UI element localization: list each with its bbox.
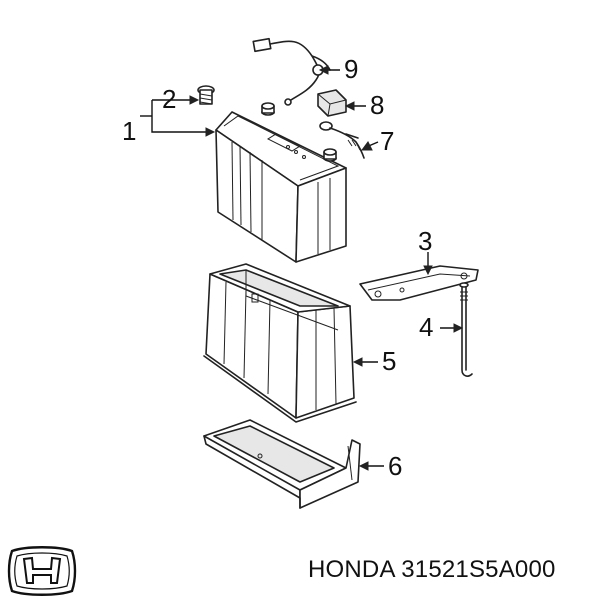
callout-6: 6 — [388, 451, 403, 481]
part-caption: HONDA 31521S5A000 — [308, 556, 556, 584]
callout-3: 3 — [418, 226, 433, 256]
brand-label: HONDA — [308, 556, 395, 583]
terminal-cable-part — [319, 121, 365, 159]
bracket-part — [359, 265, 479, 301]
battery-box-part — [203, 263, 357, 423]
bolt-part — [197, 85, 215, 105]
callout-8: 8 — [370, 90, 385, 120]
callout-9: 9 — [344, 54, 359, 84]
leader-lines — [140, 65, 464, 471]
callout-7: 7 — [380, 126, 395, 156]
harness-part — [252, 37, 331, 106]
callout-2: 2 — [162, 84, 177, 114]
honda-h-logo-icon — [6, 545, 78, 602]
tray-part — [203, 419, 361, 509]
rod-part — [459, 282, 473, 377]
callout-1: 1 — [122, 116, 137, 146]
battery-part — [215, 102, 347, 263]
callout-5: 5 — [382, 346, 397, 376]
callout-4: 4 — [419, 312, 434, 342]
part-number: 31521S5A000 — [401, 556, 556, 583]
connector-part — [317, 89, 347, 117]
